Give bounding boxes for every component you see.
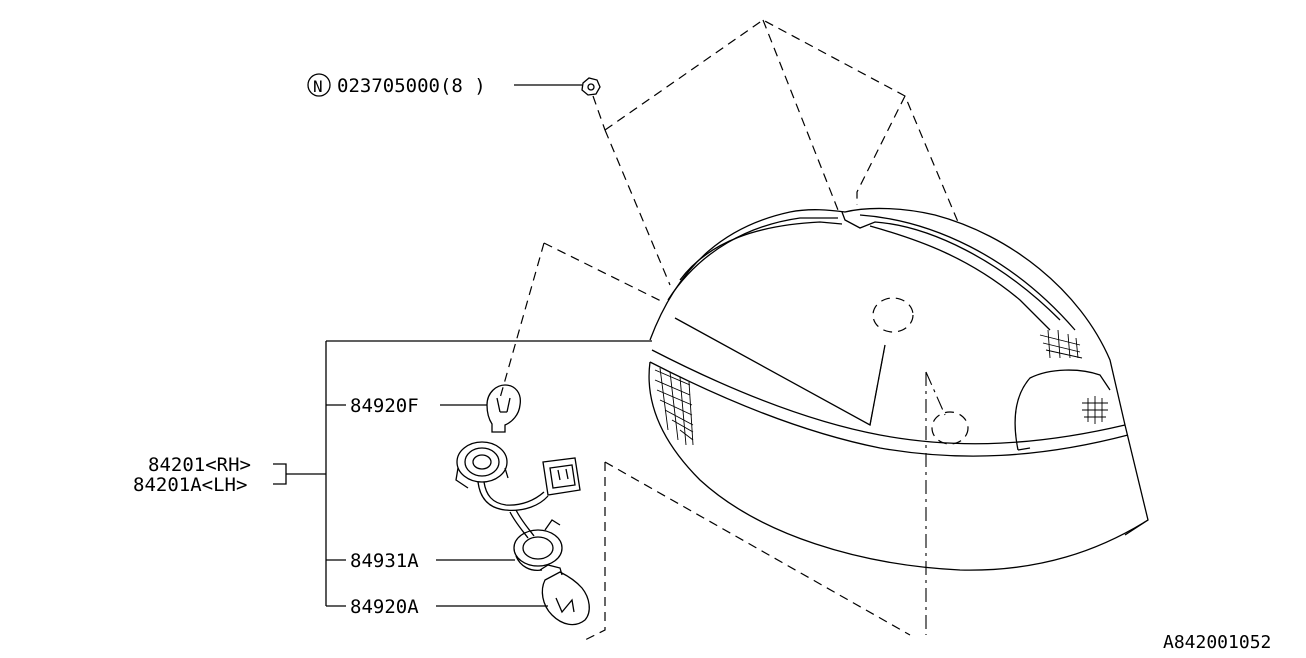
assembly-callout: 84201<RH> 84201A<LH> (133, 340, 652, 607)
socket-harness-icon (455, 441, 581, 572)
sub-part-callouts: 84920F 84931A 84920A (350, 395, 548, 618)
nut-callout: N 023705000(8 ) (307, 73, 601, 97)
lens-hatch-left (654, 367, 694, 446)
nut-symbol-letter: N (313, 77, 323, 96)
assembly-bracket (273, 463, 326, 485)
label-bulb-large: 84920A (350, 596, 419, 618)
small-bulb-icon (486, 384, 521, 433)
lens-hatch-right (1082, 396, 1108, 424)
nut-part-number: 023705000(8 ) (337, 75, 486, 97)
figure-id: A842001052 (1163, 632, 1271, 653)
lens-hatch-upper-right (1039, 329, 1083, 359)
nut-symbol-circle (307, 73, 331, 97)
large-bulb-icon (539, 564, 590, 626)
assembly-trunk-line (325, 340, 652, 606)
assembly-part-rh: 84201<RH> (148, 454, 251, 476)
nut-icon (581, 77, 601, 96)
label-socket: 84931A (350, 550, 419, 572)
assembly-guide-lines (499, 19, 959, 641)
assembly-part-lh: 84201A<LH> (133, 474, 247, 496)
label-bulb-small: 84920F (350, 395, 419, 417)
tail-lamp-housing (648, 207, 1149, 635)
